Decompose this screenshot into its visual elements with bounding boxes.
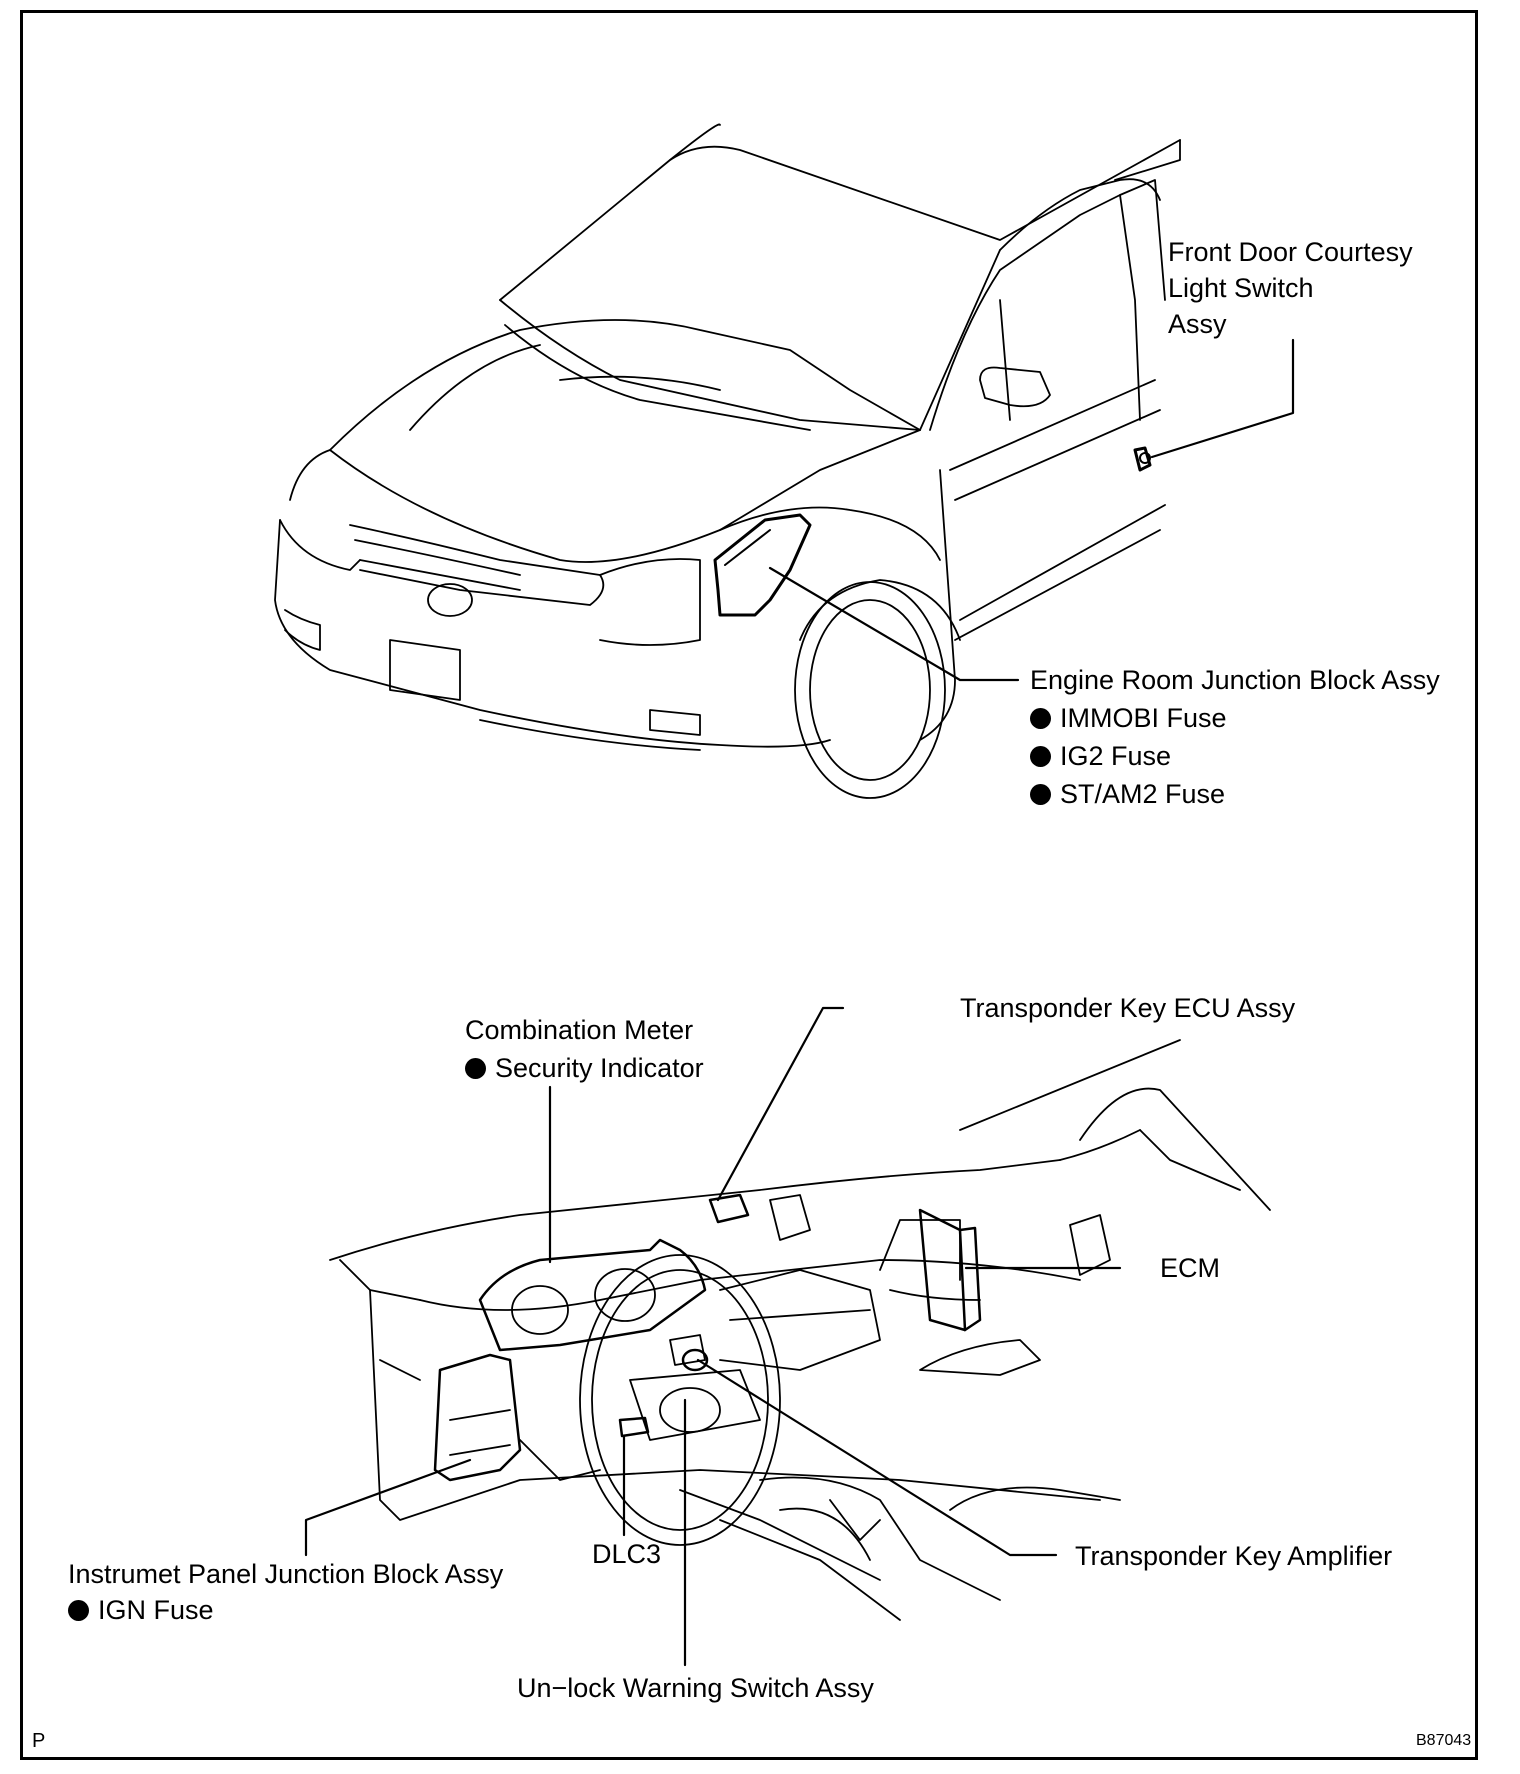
engine-room-label: Engine Room Junction Block Assy — [1030, 665, 1440, 695]
dashboard-illustration — [329, 1039, 1271, 1621]
transponder-ecu-label: Transponder Key ECU Assy — [960, 993, 1296, 1023]
engine-room-fuse-immobi: IMMOBI Fuse — [1030, 700, 1227, 736]
leader-lines — [304, 338, 1295, 1667]
dlc3-label: DLC3 — [592, 1539, 662, 1569]
bullet-icon — [68, 1600, 89, 1621]
ecm-label: ECM — [1160, 1253, 1220, 1283]
bullet-icon — [1030, 746, 1051, 767]
car-illustration — [274, 123, 1181, 799]
fuse-label: IMMOBI Fuse — [1060, 703, 1227, 733]
front-door-label-line3: Assy — [1168, 309, 1227, 339]
transponder-amplifier-label: Transponder Key Amplifier — [1075, 1541, 1393, 1571]
corner-letter: P — [32, 1730, 46, 1752]
front-door-label-line2: Light Switch — [1168, 273, 1314, 303]
fuse-label: IGN Fuse — [98, 1595, 214, 1625]
instrument-panel-label: Instrumet Panel Junction Block Assy — [68, 1559, 504, 1589]
security-indicator-label: Security Indicator — [465, 1050, 704, 1086]
bullet-icon — [1030, 708, 1051, 729]
figure-code: B87043 — [1416, 1732, 1472, 1749]
indicator-label: Security Indicator — [495, 1053, 704, 1083]
fuse-label: ST/AM2 Fuse — [1060, 779, 1226, 809]
diagram-frame — [20, 10, 1478, 1760]
bullet-icon — [465, 1058, 486, 1079]
engine-room-fuse-ig2: IG2 Fuse — [1030, 738, 1171, 774]
combination-meter-label: Combination Meter — [465, 1015, 694, 1045]
bullet-icon — [1030, 784, 1051, 805]
engine-room-fuse-stam2: ST/AM2 Fuse — [1030, 776, 1225, 812]
front-door-label-line1: Front Door Courtesy — [1168, 237, 1413, 267]
ign-fuse-label: IGN Fuse — [68, 1592, 214, 1628]
fuse-label: IG2 Fuse — [1060, 741, 1172, 771]
unlock-warning-switch-label: Un−lock Warning Switch Assy — [517, 1673, 874, 1703]
